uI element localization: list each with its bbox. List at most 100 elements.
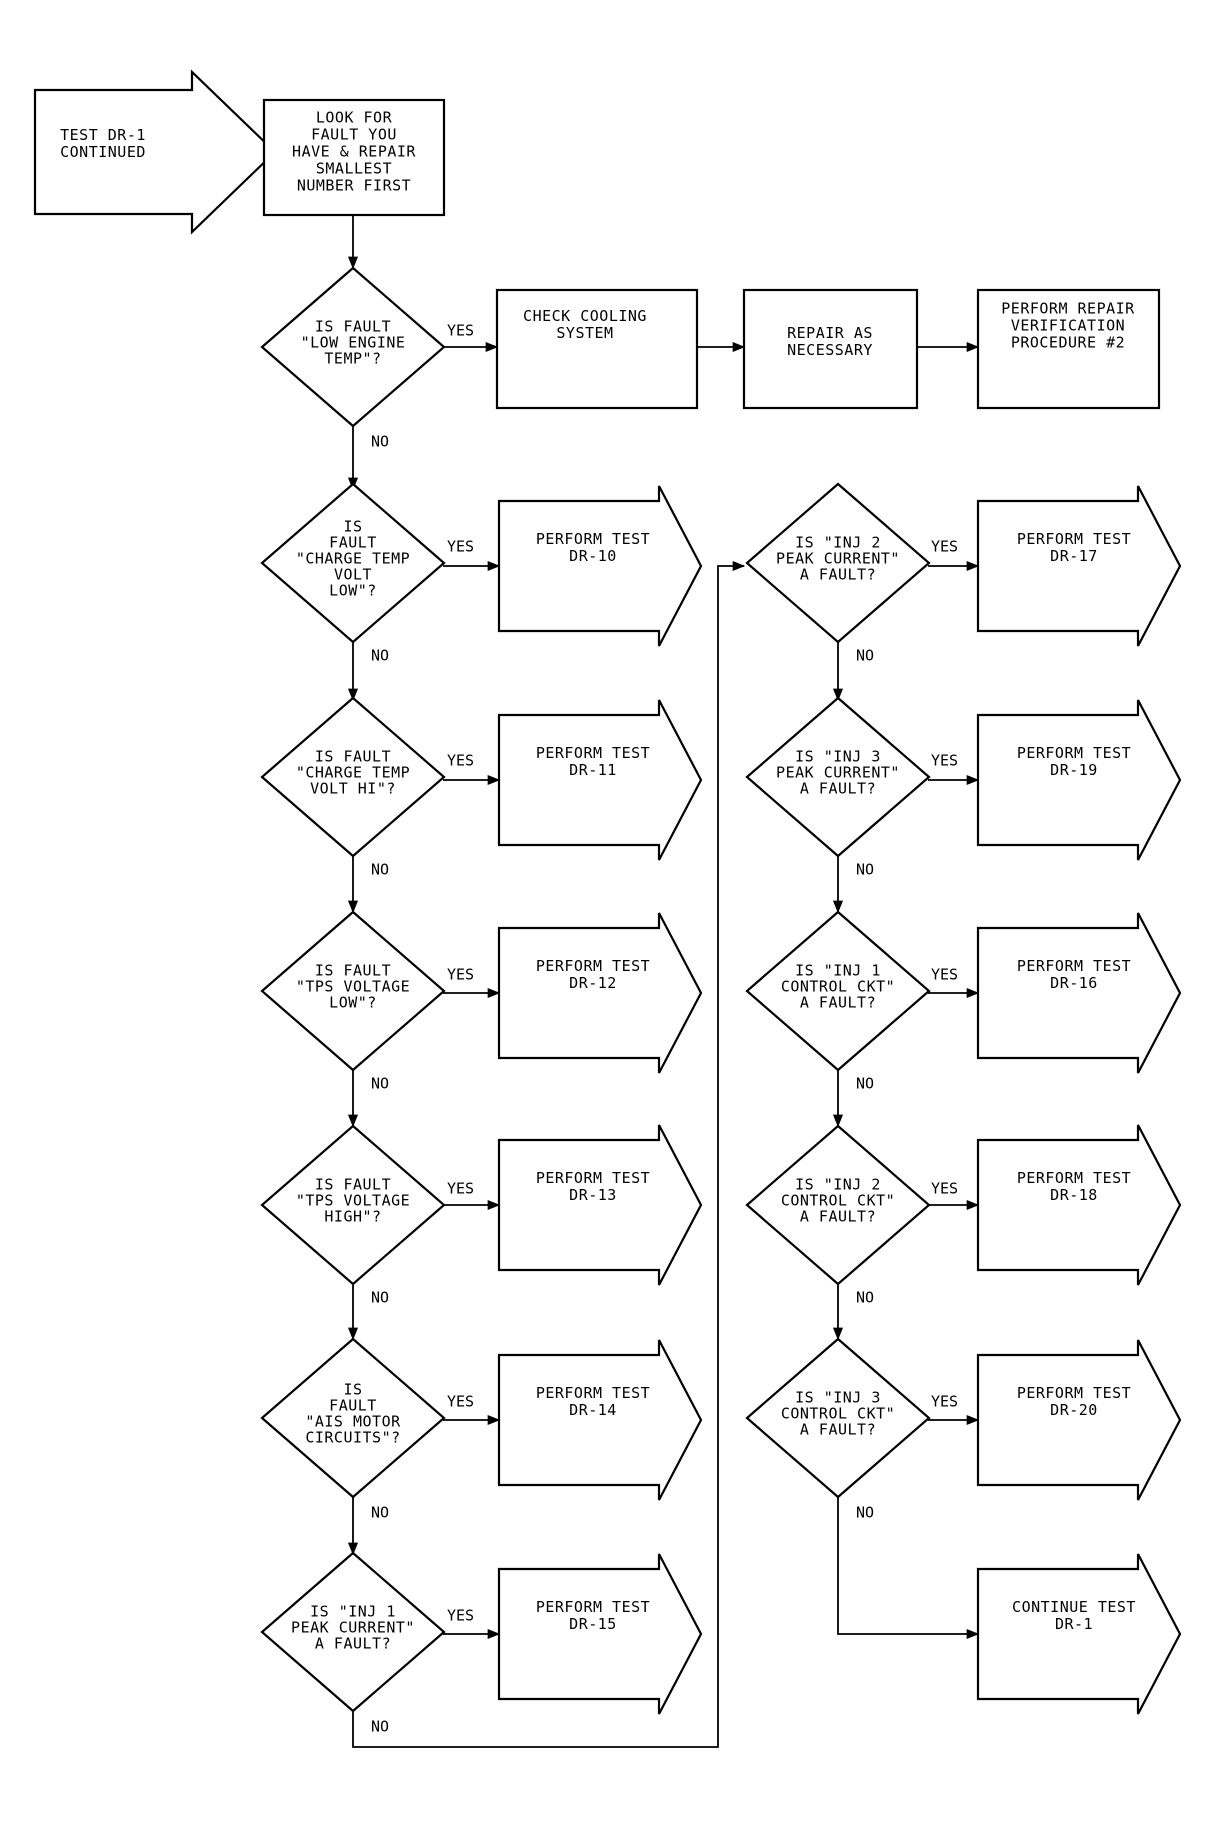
decision-2-yes-label: YES xyxy=(447,538,474,556)
decision-12-no-label: NO xyxy=(856,1504,874,1522)
decision-8-diamond xyxy=(745,482,931,644)
decision-1-text-line-1: IS FAULT xyxy=(315,318,391,336)
action-4-text-line-2: DR-13 xyxy=(569,1186,617,1204)
decision-3-no-label: NO xyxy=(371,861,389,879)
action-10-text-line-2: DR-18 xyxy=(1050,1186,1098,1204)
bottom-loop-connector xyxy=(352,560,746,1748)
decision-10-yes-label: YES xyxy=(931,966,958,984)
action-12-text-line-1: CONTINUE TEST xyxy=(1012,1598,1136,1616)
decision-1-text-line-2: "LOW ENGINE xyxy=(301,334,406,352)
decision-8-no-label: NO xyxy=(856,647,874,665)
decision-10-no-label: NO xyxy=(856,1075,874,1093)
decision-2-diamond xyxy=(260,482,446,644)
verify-box-text-line-1: PERFORM REPAIR xyxy=(1001,300,1135,318)
action-8-arrow-shape xyxy=(976,699,1182,861)
decision-5-text-line-1: IS FAULT xyxy=(315,1176,391,1194)
action-2-arrow-shape xyxy=(497,699,703,861)
decision-7-no-label: NO xyxy=(371,1718,389,1736)
action-11-arrow-shape xyxy=(976,1339,1182,1501)
action-5-arrow-shape xyxy=(497,1339,703,1501)
action-7-text-line-2: DR-17 xyxy=(1050,547,1098,565)
cooling-box-text-line-2: SYSTEM xyxy=(556,324,613,342)
decision-9-yes-label: YES xyxy=(931,752,958,770)
entry-text-line-1: TEST DR-1 xyxy=(60,126,146,144)
action-5-text-line-2: DR-14 xyxy=(569,1401,617,1419)
decision-11-yes-label: YES xyxy=(931,1180,958,1198)
decision-5-text-line-2: "TPS VOLTAGE xyxy=(296,1192,410,1210)
repair-box-text-line-1: REPAIR AS xyxy=(787,324,873,342)
decision-4-diamond xyxy=(260,910,446,1072)
decision-12-diamond xyxy=(745,1337,931,1499)
decision-3-text-line-3: VOLT HI"? xyxy=(310,780,396,798)
verify-box-text-line-3: PROCEDURE #2 xyxy=(1011,334,1125,352)
decision-4-text-line-2: "TPS VOLTAGE xyxy=(296,978,410,996)
decision-9-no-label: NO xyxy=(856,861,874,879)
start-box xyxy=(262,98,446,217)
action-6-text-line-1: PERFORM TEST xyxy=(536,1598,650,1616)
decision-5-text-line-3: HIGH"? xyxy=(324,1208,381,1226)
decision-7-text-line-1: IS "INJ 1 xyxy=(310,1603,396,1621)
action-3-text-line-2: DR-12 xyxy=(569,974,617,992)
decision-4-text-line-1: IS FAULT xyxy=(315,962,391,980)
cooling-box-text-line-1: CHECK COOLING xyxy=(523,307,647,325)
right-final-no-connector xyxy=(837,1497,980,1640)
decision-12-text-line-3: A FAULT? xyxy=(800,1421,876,1439)
decision-7-yes-label: YES xyxy=(447,1607,474,1625)
decision-9-text-line-1: IS "INJ 3 xyxy=(795,748,881,766)
decision-3-diamond xyxy=(260,696,446,858)
decision-4-text-line-3: LOW"? xyxy=(329,994,377,1012)
cooling-box xyxy=(495,288,699,410)
decision-6-text-line-3: "AIS MOTOR xyxy=(305,1413,401,1431)
action-11-text-line-2: DR-20 xyxy=(1050,1401,1098,1419)
action-8-text-line-2: DR-19 xyxy=(1050,761,1098,779)
action-2-text-line-2: DR-11 xyxy=(569,761,617,779)
decision-6-text-line-2: FAULT xyxy=(329,1397,377,1415)
action-1-text-line-2: DR-10 xyxy=(569,547,617,565)
action-11-text-line-1: PERFORM TEST xyxy=(1017,1384,1131,1402)
decision-8-text-line-2: PEAK CURRENT" xyxy=(776,550,900,568)
decision-3-yes-label: YES xyxy=(447,752,474,770)
decision-10-text-line-1: IS "INJ 1 xyxy=(795,962,881,980)
decision-7-diamond xyxy=(260,1551,446,1713)
decision-1-diamond xyxy=(260,266,446,428)
action-10-arrow-shape xyxy=(976,1124,1182,1286)
decision-2-text-line-2: FAULT xyxy=(329,534,377,552)
action-8-text-line-1: PERFORM TEST xyxy=(1017,744,1131,762)
decision-9-text-line-2: PEAK CURRENT" xyxy=(776,764,900,782)
decision-2-text-line-1: IS xyxy=(343,518,362,536)
action-6-text-line-2: DR-15 xyxy=(569,1615,617,1633)
action-7-arrow-shape xyxy=(976,485,1182,647)
action-9-text-line-2: DR-16 xyxy=(1050,974,1098,992)
verify-box-text-line-2: VERIFICATION xyxy=(1011,317,1125,335)
decision-8-yes-label: YES xyxy=(931,538,958,556)
decision-10-text-line-2: CONTROL CKT" xyxy=(781,978,895,996)
decision-6-text-line-1: IS xyxy=(343,1381,362,1399)
decision-11-no-label: NO xyxy=(856,1289,874,1307)
decision-12-yes-label: YES xyxy=(931,1393,958,1411)
start-box-text-line-1: LOOK FOR xyxy=(316,109,393,127)
decision-10-diamond xyxy=(745,910,931,1072)
decision-11-text-line-2: CONTROL CKT" xyxy=(781,1192,895,1210)
